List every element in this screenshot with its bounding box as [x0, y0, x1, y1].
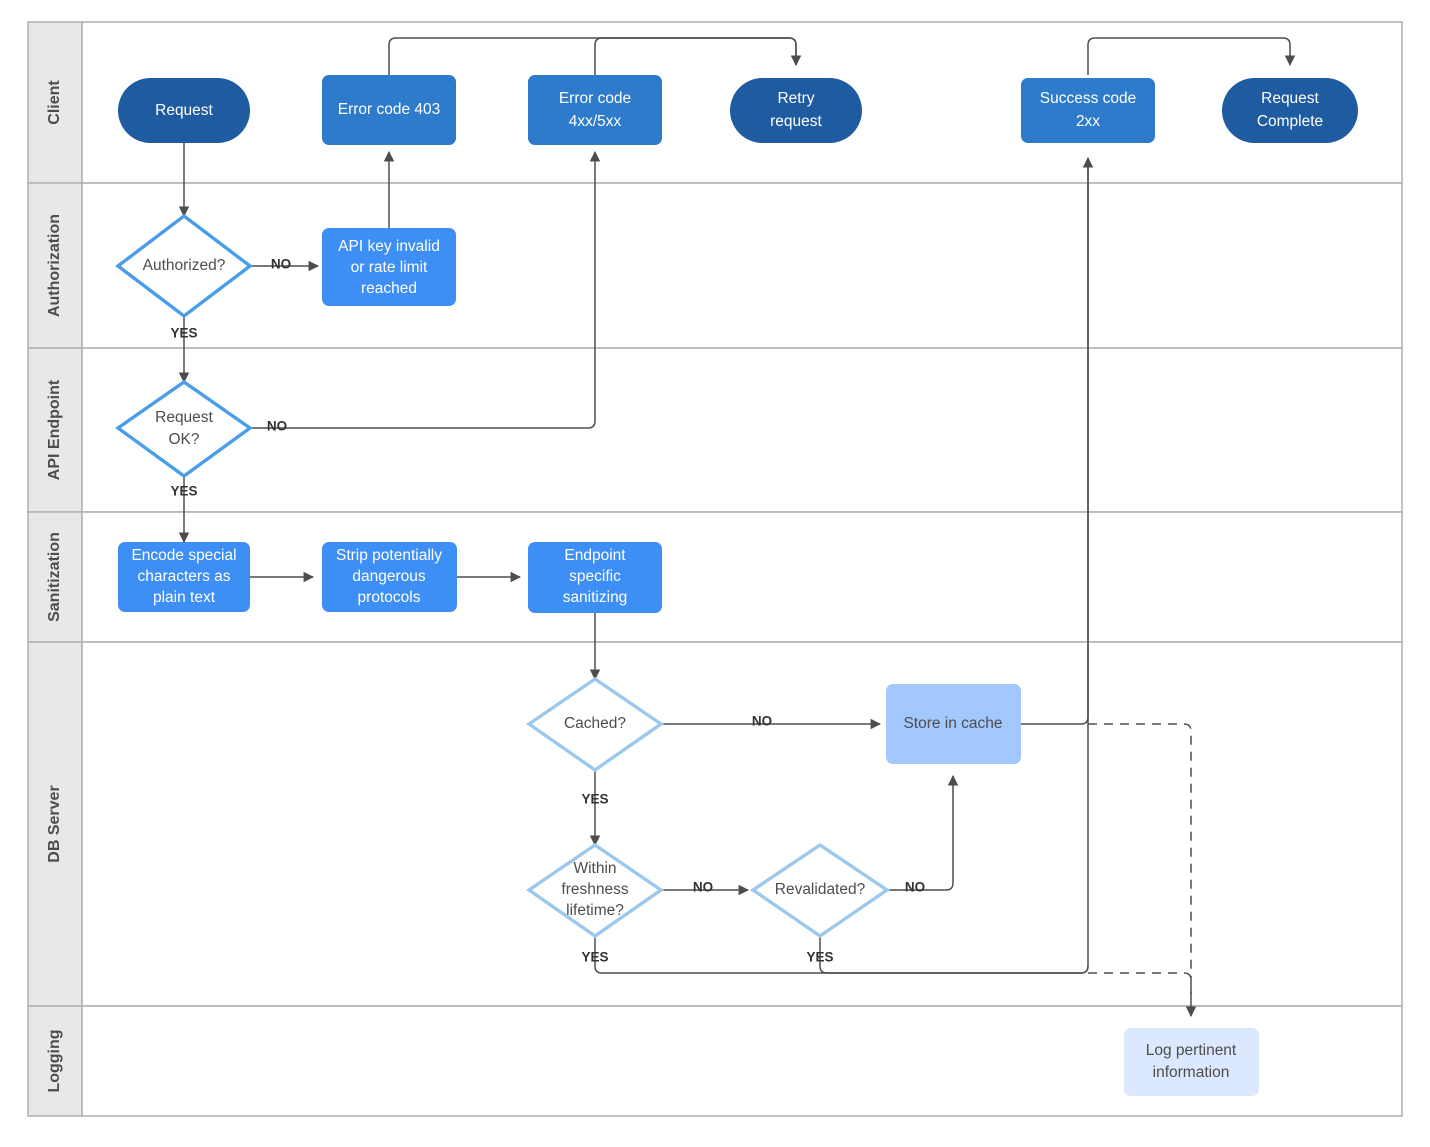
- node-requestok-line2: OK?: [168, 431, 199, 448]
- node-revalidated-label: Revalidated?: [775, 881, 866, 898]
- edge-label-freshness-no: NO: [693, 880, 713, 895]
- edge-label-authorized-no: NO: [271, 257, 291, 272]
- lane-label-sanitization: Sanitization: [46, 532, 63, 622]
- lane-label-authorization: Authorization: [46, 214, 63, 317]
- node-freshness-decision[interactable]: Within freshness lifetime?: [526, 842, 664, 939]
- node-error-403-label: Error code 403: [338, 101, 441, 118]
- node-log-line2: information: [1153, 1064, 1230, 1081]
- node-cached-label: Cached?: [564, 715, 626, 732]
- node-cached-decision[interactable]: Cached?: [526, 676, 664, 773]
- node-request-complete[interactable]: Request Complete: [1222, 78, 1358, 143]
- node-error-4xx-line1: Error code: [559, 90, 631, 107]
- node-endpoint-line1: Endpoint: [564, 547, 626, 564]
- node-encode-line1: Encode special: [131, 547, 236, 564]
- lane-label-logging: Logging: [46, 1029, 63, 1092]
- node-log-line1: Log pertinent: [1146, 1042, 1237, 1059]
- edge-label-revalidated-yes: YES: [806, 950, 833, 965]
- lane-body-db-server: [81, 641, 1403, 1007]
- node-strip-line1: Strip potentially: [336, 547, 442, 564]
- edge-requestok-no: [250, 150, 601, 429]
- node-authorized-label: Authorized?: [143, 257, 226, 274]
- edge-storecache-to-success: [1021, 158, 1089, 725]
- lane-label-client: Client: [46, 80, 63, 125]
- lane-body-sanitization: [81, 511, 1403, 643]
- node-endpoint-specific-sanitizing[interactable]: Endpoint specific sanitizing: [528, 542, 662, 613]
- node-apikey-line3: reached: [361, 280, 417, 297]
- edge-label-requestok-yes: YES: [170, 484, 197, 499]
- node-retry-line1: Retry: [777, 90, 814, 107]
- node-store-cache-label: Store in cache: [903, 715, 1002, 732]
- node-retry-request[interactable]: Retry request: [730, 78, 862, 143]
- node-complete-line1: Request: [1261, 90, 1319, 107]
- lane-header-sanitization: [27, 511, 83, 643]
- edge-label-freshness-yes: YES: [581, 950, 608, 965]
- node-strip-dangerous-protocols[interactable]: Strip potentially dangerous protocols: [322, 542, 457, 612]
- edge-label-cached-yes: YES: [581, 792, 608, 807]
- node-request-label: Request: [155, 102, 213, 119]
- edge-label-authorized-yes: YES: [170, 326, 197, 341]
- node-requestok-line1: Request: [155, 409, 213, 426]
- lane-label-api-endpoint: API Endpoint: [46, 379, 63, 480]
- node-request-ok-decision[interactable]: Request OK?: [115, 379, 253, 479]
- node-freshness-line1: Within: [573, 860, 616, 877]
- node-encode-line2: characters as: [137, 568, 230, 585]
- edge-label-requestok-no: NO: [267, 419, 287, 434]
- node-error-code-403[interactable]: Error code 403: [322, 75, 456, 145]
- node-strip-line2: dangerous: [352, 568, 426, 585]
- node-complete-line2: Complete: [1257, 113, 1323, 130]
- node-endpoint-line3: sanitizing: [563, 589, 628, 606]
- edge-log-from-cache: [1088, 723, 1197, 1018]
- node-apikey-line2: or rate limit: [351, 259, 428, 276]
- node-freshness-line2: freshness: [561, 881, 628, 898]
- node-error-4xx-line2: 4xx/5xx: [569, 113, 622, 130]
- lane-body-api-endpoint: [81, 347, 1403, 513]
- node-apikey-line1: API key invalid: [338, 238, 440, 255]
- node-encode-special-characters[interactable]: Encode special characters as plain text: [118, 542, 250, 612]
- lane-header-logging: [27, 1005, 83, 1117]
- node-success-line1: Success code: [1040, 90, 1137, 107]
- node-error-code-4xx-5xx[interactable]: Error code 4xx/5xx: [528, 75, 662, 145]
- node-freshness-line3: lifetime?: [566, 902, 624, 919]
- node-retry-line2: request: [770, 113, 822, 130]
- edge-revalidated-no: [887, 774, 959, 891]
- node-strip-line3: protocols: [358, 589, 421, 606]
- node-success-code-2xx[interactable]: Success code 2xx: [1021, 78, 1155, 143]
- edge-log-from-yes-bus: [1088, 972, 1192, 1016]
- node-api-key-invalid[interactable]: API key invalid or rate limit reached: [322, 228, 456, 306]
- edge-label-cached-no: NO: [752, 714, 772, 729]
- lane-label-db-server: DB Server: [46, 785, 63, 862]
- edge-success-to-complete: [1087, 37, 1296, 75]
- node-request[interactable]: Request: [118, 78, 250, 143]
- edge-error4xx-to-retry: [594, 37, 797, 75]
- node-store-in-cache[interactable]: Store in cache: [886, 684, 1021, 764]
- edge-revalidated-yes: [819, 936, 1089, 974]
- node-revalidated-decision[interactable]: Revalidated?: [749, 842, 891, 939]
- node-endpoint-line2: specific: [569, 568, 621, 585]
- node-success-line2: 2xx: [1076, 113, 1100, 130]
- lane-header-client: [27, 21, 83, 184]
- node-encode-line3: plain text: [153, 589, 216, 606]
- edge-label-revalidated-no: NO: [905, 880, 925, 895]
- node-log-pertinent-information[interactable]: Log pertinent information: [1124, 1028, 1259, 1096]
- node-authorized-decision[interactable]: Authorized?: [115, 213, 253, 319]
